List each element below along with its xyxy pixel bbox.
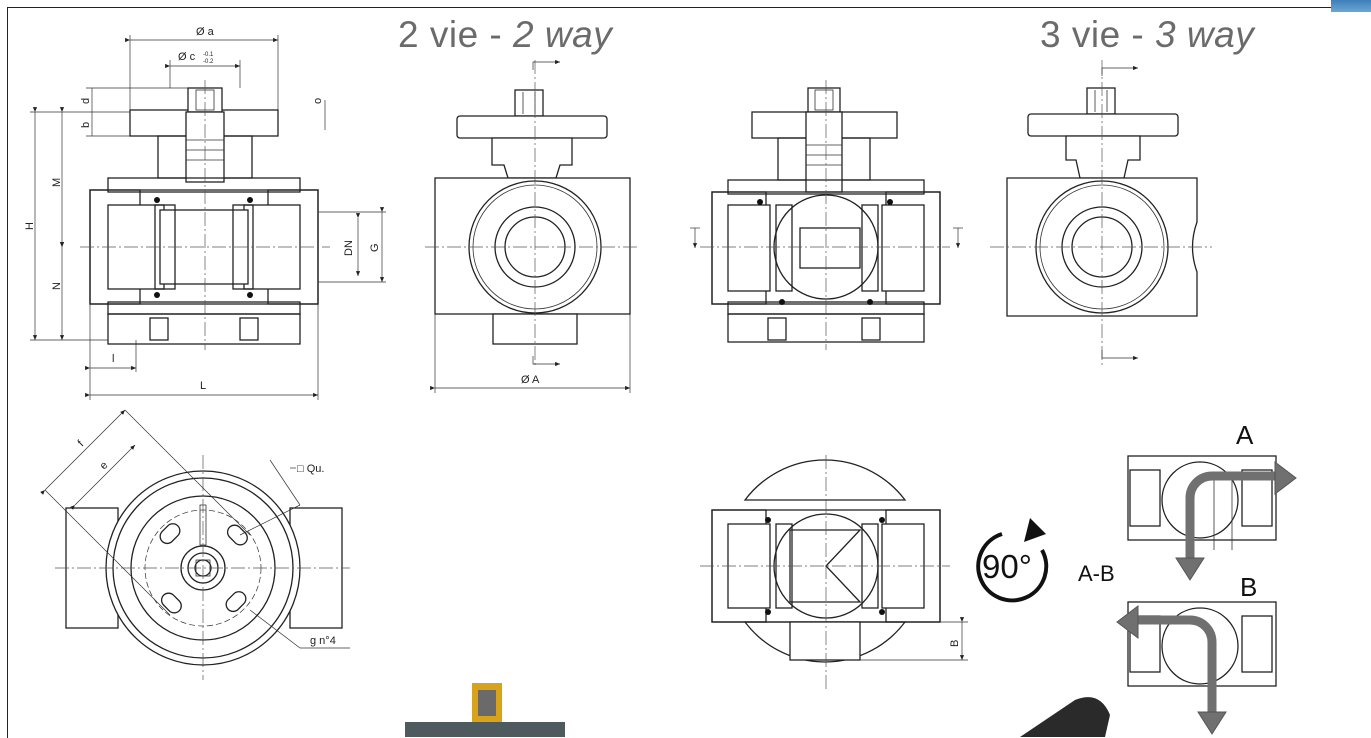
dim-e-label: e bbox=[98, 459, 111, 472]
dim-DN-label: DN bbox=[343, 240, 355, 256]
dim-H-label: H bbox=[24, 222, 36, 230]
dim-a-label: Ø a bbox=[196, 26, 215, 38]
three-way-title: 3 vie - 3 way bbox=[1040, 14, 1255, 55]
two-way-section-view: Ø a Ø c -0.1 -0.2 d b o H M N DN G l L bbox=[24, 26, 386, 400]
drawing-frame bbox=[7, 7, 1364, 738]
rotation-angle-label: 90° bbox=[982, 548, 1032, 585]
dim-A-label: Ø A bbox=[521, 374, 540, 386]
two-way-title: 2 vie - 2 way bbox=[398, 14, 613, 55]
dim-qu-label: □ Qu. bbox=[297, 463, 324, 475]
dim-L-label: L bbox=[200, 380, 206, 392]
dim-c-tol-upper: -0.1 bbox=[203, 52, 214, 58]
dim-b-label: b bbox=[80, 122, 92, 128]
two-way-front-view: Ø A bbox=[425, 59, 640, 393]
dim-g-label: g n°4 bbox=[310, 635, 336, 647]
flow-position-a: A bbox=[1127, 420, 1297, 581]
three-way-front-view bbox=[990, 60, 1212, 365]
dim-c-tol-lower: -0.2 bbox=[203, 59, 214, 65]
three-way-ball-section: B bbox=[700, 455, 968, 690]
dim-c-label: Ø c bbox=[178, 51, 196, 63]
dim-B-label: B bbox=[949, 640, 961, 647]
rotation-symbol: 90° A-B bbox=[976, 518, 1115, 603]
three-way-section-view bbox=[690, 80, 963, 350]
dim-M-label: M bbox=[51, 178, 63, 187]
corner-accent bbox=[1331, 0, 1371, 12]
dim-N-label: N bbox=[51, 282, 63, 290]
product-photo-fragments bbox=[405, 683, 1110, 737]
dim-G-label: G bbox=[369, 243, 381, 252]
dim-d-label: d bbox=[80, 98, 92, 104]
rotation-positions-label: A-B bbox=[1078, 561, 1115, 586]
dim-o-label: o bbox=[312, 98, 324, 104]
dim-l-label: l bbox=[112, 353, 114, 365]
top-view: f e □ Qu. g n°4 bbox=[40, 409, 350, 680]
dim-f-label: f bbox=[76, 438, 87, 449]
flow-position-b: B bbox=[1116, 572, 1277, 735]
position-b-label: B bbox=[1240, 572, 1257, 602]
position-a-label: A bbox=[1236, 420, 1254, 450]
